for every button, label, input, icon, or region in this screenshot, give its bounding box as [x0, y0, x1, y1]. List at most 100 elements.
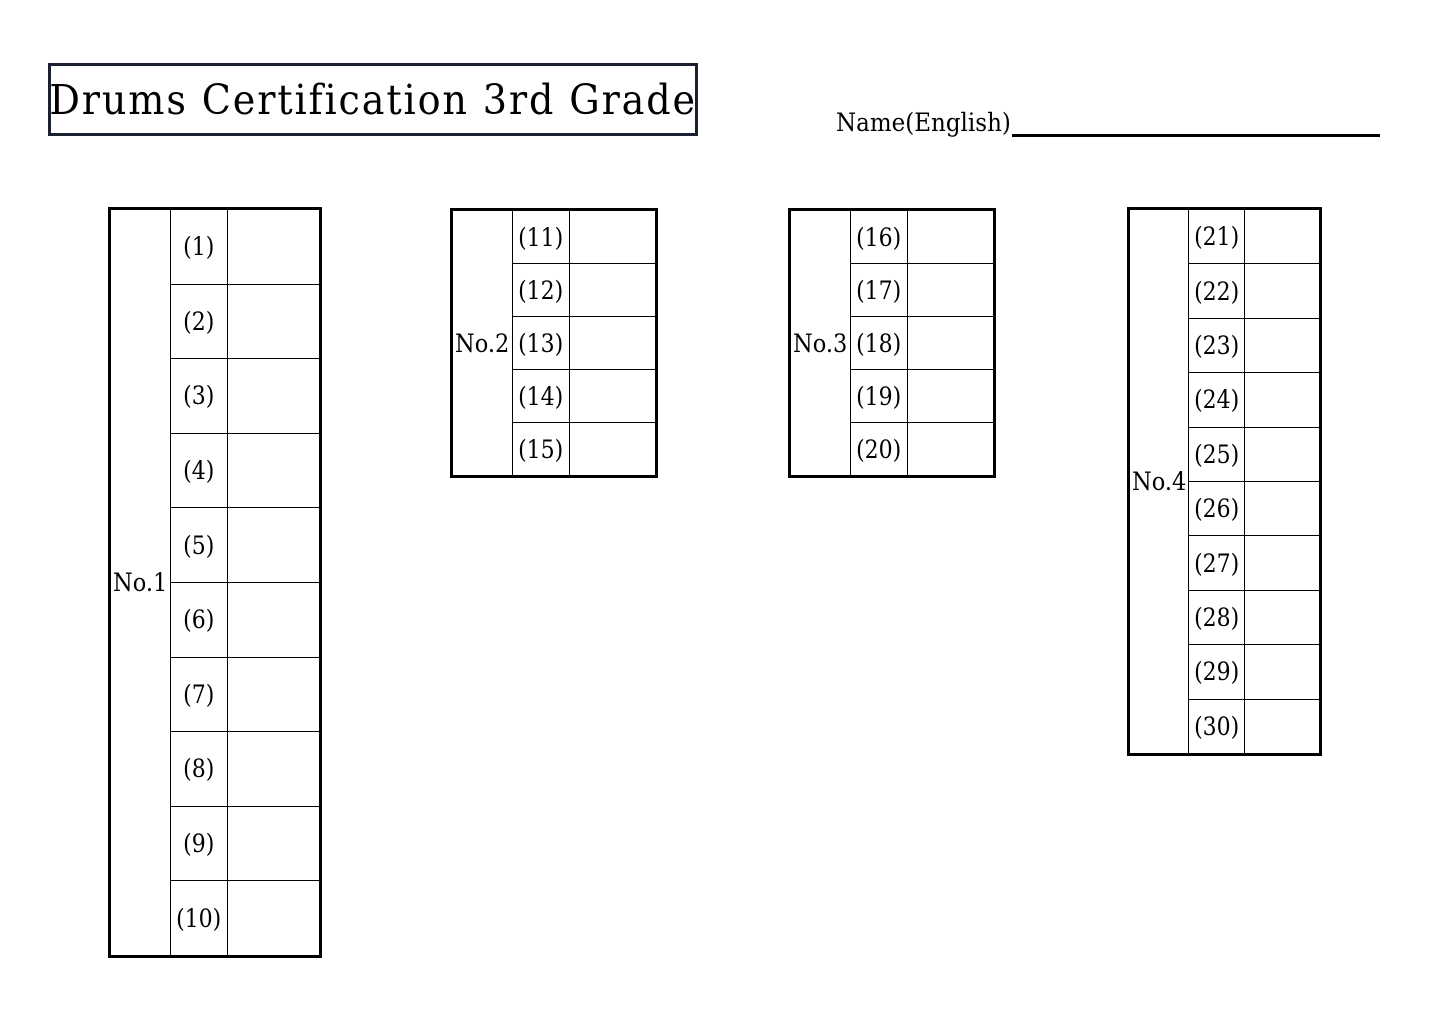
answer-cell[interactable]: [228, 658, 319, 732]
answer-cell[interactable]: [228, 732, 319, 806]
table-row: (10): [171, 881, 319, 955]
answer-cell[interactable]: [1245, 591, 1319, 644]
table-no2-label-cell: No.2: [453, 211, 512, 475]
page-title: Drums Certification 3rd Grade: [49, 75, 697, 124]
answer-cell[interactable]: [908, 211, 993, 263]
question-number-cell: (4): [171, 433, 228, 508]
answer-cell[interactable]: [228, 434, 319, 508]
question-number: (3): [183, 381, 215, 411]
answer-cell[interactable]: [570, 211, 655, 263]
question-number-cell: (10): [171, 881, 228, 955]
question-number: (24): [1193, 385, 1240, 415]
answer-cell[interactable]: [1245, 700, 1319, 753]
answer-cell[interactable]: [570, 423, 655, 475]
answer-cell[interactable]: [228, 881, 319, 955]
question-number: (23): [1193, 331, 1240, 361]
table-no2-label: No.2: [455, 328, 510, 358]
answer-cell[interactable]: [228, 583, 319, 657]
answer-table-no3: No.3 (16) (17) (18) (19) (20): [788, 208, 996, 478]
name-input-blank[interactable]: [1012, 106, 1381, 137]
answer-cell[interactable]: [570, 370, 655, 422]
answer-cell[interactable]: [908, 370, 993, 422]
question-number-cell: (25): [1189, 427, 1245, 482]
question-number: (22): [1193, 276, 1240, 306]
question-number: (26): [1193, 494, 1240, 524]
question-number-cell: (30): [1189, 699, 1245, 754]
table-no4-rows: (21) (22) (23) (24) (25) (26) (27) (28): [1188, 210, 1319, 754]
name-field: Name(English): [836, 106, 1381, 137]
question-number: (5): [183, 530, 215, 560]
table-row: (29): [1189, 645, 1319, 700]
table-row: (4): [171, 433, 319, 509]
question-number-cell: (29): [1189, 645, 1245, 699]
answer-cell[interactable]: [228, 807, 319, 881]
question-number-cell: (21): [1189, 210, 1245, 264]
question-number: (16): [856, 222, 902, 252]
question-number: (20): [856, 434, 902, 464]
name-field-label: Name(English): [836, 108, 1011, 137]
table-row: (7): [171, 657, 319, 733]
question-number-cell: (26): [1189, 482, 1245, 536]
answer-cell[interactable]: [228, 210, 319, 284]
answer-cell[interactable]: [1245, 536, 1319, 589]
table-row: (28): [1189, 590, 1319, 646]
table-no4-label: No.4: [1131, 467, 1187, 496]
answer-cell[interactable]: [228, 285, 319, 359]
table-row: (9): [171, 806, 319, 882]
question-number-cell: (20): [851, 423, 908, 475]
table-row: (30): [1189, 699, 1319, 754]
question-number-cell: (28): [1189, 590, 1245, 645]
table-row: (6): [171, 582, 319, 658]
answer-cell[interactable]: [908, 264, 993, 316]
question-number-cell: (19): [851, 370, 908, 422]
table-no4-label-cell: No.4: [1130, 210, 1188, 753]
answer-cell[interactable]: [908, 423, 993, 475]
question-number: (15): [518, 434, 564, 464]
answer-cell[interactable]: [1245, 264, 1319, 317]
answer-cell[interactable]: [908, 317, 993, 369]
table-row: (1): [171, 210, 319, 285]
question-number: (2): [183, 306, 215, 336]
question-number-cell: (15): [513, 423, 570, 475]
table-row: (13): [513, 317, 655, 370]
question-number: (8): [183, 754, 215, 784]
question-number: (7): [183, 679, 215, 709]
answer-cell[interactable]: [1245, 428, 1319, 481]
question-number: (6): [183, 605, 215, 635]
question-number-cell: (14): [513, 370, 570, 422]
table-row: (12): [513, 264, 655, 317]
table-no3-label-cell: No.3: [791, 211, 850, 475]
table-row: (21): [1189, 210, 1319, 265]
question-number-cell: (22): [1189, 264, 1245, 318]
answer-cell[interactable]: [1245, 645, 1319, 698]
answer-table-no4: No.4 (21) (22) (23) (24) (25) (26) (27): [1127, 207, 1322, 756]
table-row: (8): [171, 732, 319, 807]
answer-cell[interactable]: [228, 508, 319, 582]
question-number: (14): [518, 381, 564, 411]
question-number-cell: (2): [171, 284, 228, 359]
question-number: (27): [1193, 548, 1240, 578]
table-row: (5): [171, 508, 319, 583]
table-no1-label-cell: No.1: [111, 210, 170, 955]
table-row: (15): [513, 423, 655, 475]
answer-cell[interactable]: [1245, 210, 1319, 263]
answer-table-no2: No.2 (11) (12) (13) (14) (15): [450, 208, 658, 478]
table-no3-label: No.3: [793, 328, 848, 358]
question-number-cell: (1): [171, 210, 228, 284]
answer-cell[interactable]: [1245, 373, 1319, 426]
table-row: (27): [1189, 536, 1319, 591]
question-number-cell: (13): [513, 317, 570, 369]
answer-cell[interactable]: [1245, 482, 1319, 535]
question-number: (10): [176, 903, 222, 933]
question-number-cell: (6): [171, 582, 228, 657]
question-number: (13): [518, 328, 564, 358]
table-row: (26): [1189, 482, 1319, 537]
table-row: (2): [171, 284, 319, 360]
question-number-cell: (27): [1189, 536, 1245, 590]
answer-cell[interactable]: [1245, 319, 1319, 372]
answer-cell[interactable]: [570, 264, 655, 316]
answer-cell[interactable]: [570, 317, 655, 369]
answer-cell[interactable]: [228, 359, 319, 433]
table-row: (19): [851, 370, 993, 423]
question-number: (11): [518, 222, 564, 252]
